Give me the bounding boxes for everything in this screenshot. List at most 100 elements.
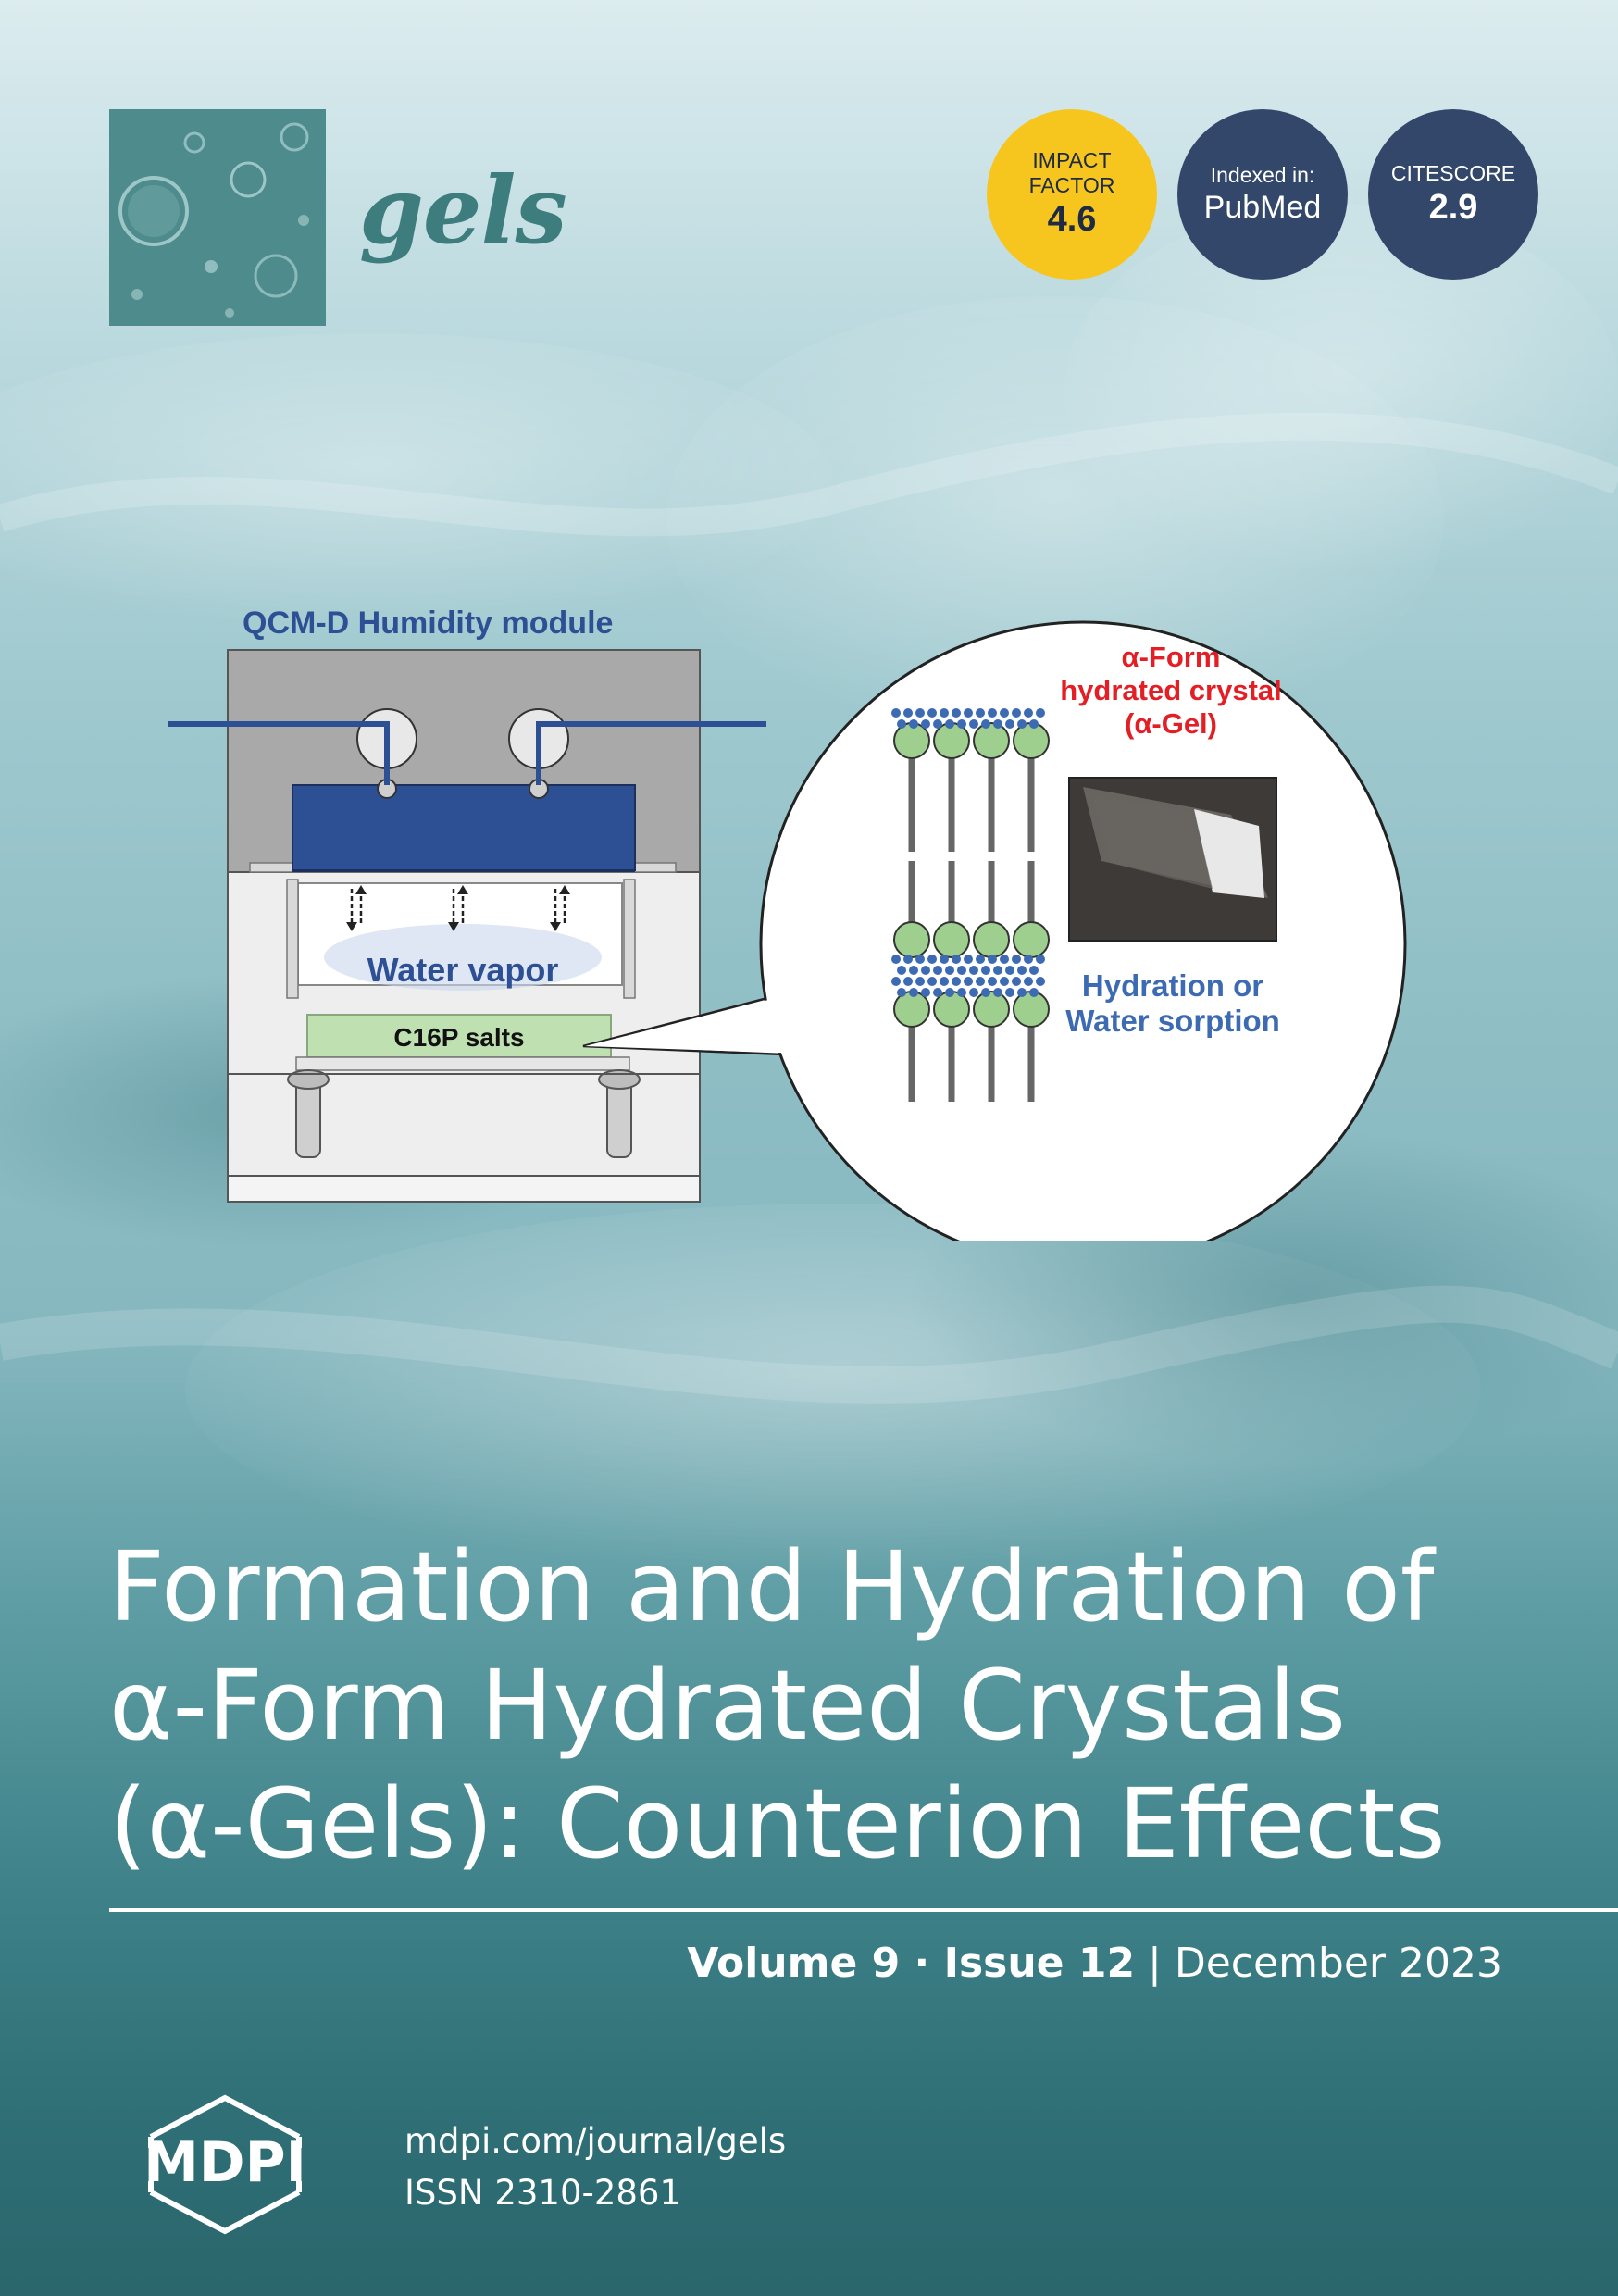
water-vapor-label: Water vapor [367,951,559,989]
water-dot [957,988,966,997]
indexed-badge: Indexed in: PubMed [1177,109,1348,280]
water-dot [993,988,1002,997]
impact-factor-line2: FACTOR [1028,173,1115,197]
water-dot [927,977,937,986]
water-dot [993,719,1002,729]
journal-url-link[interactable]: mdpi.com/journal/gels [404,2121,787,2161]
water-dot [969,966,978,975]
water-dot [1017,719,1027,729]
water-dot [964,708,973,718]
lipid-bilayer [891,708,1050,1102]
mdpi-logo-text: MDPI [143,2130,306,2195]
hydration-label-line2: Water sorption [1065,1004,1280,1038]
citescore-value: 2.9 [1428,187,1478,227]
water-dot [927,708,937,718]
bubbles-icon [109,109,326,326]
title-divider [109,1908,1618,1912]
impact-factor-badge: IMPACT FACTOR 4.6 [987,109,1157,280]
water-dot [969,719,978,729]
crystal-label-line2: hydrated crystal [1060,674,1282,706]
inlet-pipe [168,721,390,785]
water-dot [897,966,906,975]
water-dot [1036,977,1045,986]
water-dot [1005,719,1014,729]
water-dot [915,977,925,986]
mdpi-logo: MDPI [143,2094,306,2235]
title-line-2: α-Form Hydrated Crystals [109,1649,1346,1762]
water-dot [981,988,990,997]
water-dot [1029,966,1039,975]
water-dot [1012,708,1021,718]
issue-info: Volume 9 · Issue 12 | December 2023 [687,1940,1502,1987]
journal-name: gels [359,156,567,265]
water-dot [1017,966,1027,975]
indexed-label: Indexed in: [1210,162,1315,187]
water-dot [981,966,990,975]
water-dot [1005,988,1014,997]
salts-tray [306,1014,612,1058]
water-dot [957,719,966,729]
outlet-pipe [536,721,766,785]
water-dot [981,719,990,729]
indexed-value: PubMed [1203,189,1322,225]
water-dot [909,719,918,729]
water-dot [945,719,954,729]
water-dot [909,966,918,975]
water-dot [933,988,942,997]
water-dot [915,955,925,964]
water-dot [1036,708,1045,718]
issue-divider: | [1135,1940,1175,1987]
water-dot [988,708,997,718]
water-dot [897,719,906,729]
water-dot [952,708,961,718]
water-dot [1017,988,1027,997]
issue-date: December 2023 [1174,1940,1502,1987]
water-dot [933,719,942,729]
water-dot [1005,966,1014,975]
water-dot [940,955,949,964]
water-dot [1000,708,1009,718]
citescore-label: CITESCORE [1390,160,1516,185]
water-dot [903,708,913,718]
water-dot [993,966,1002,975]
water-dot [1029,988,1039,997]
water-molecules [891,708,1045,997]
water-dot [1024,955,1033,964]
water-dot [964,977,973,986]
water-dot [945,988,954,997]
vapor-arrows [350,889,566,926]
cover-figure: QCM-D Humidity module [168,605,1407,1241]
water-dot [927,955,937,964]
module-label: QCM-D Humidity module [243,605,613,641]
hydration-label-line1: Hydration or [1082,968,1263,1003]
water-dot [976,977,985,986]
volume-label: Volume 9 [687,1940,901,1987]
water-dot [897,988,906,997]
water-dot [891,708,901,718]
water-dot [933,966,942,975]
water-dot [903,955,913,964]
article-title: Formation and Hydration of α-Form Hydrat… [109,1528,1590,1883]
impact-factor-line1: IMPACT [1032,148,1112,172]
water-dot [945,966,954,975]
water-dot [1000,977,1009,986]
water-dot [921,988,930,997]
water-dot [952,977,961,986]
water-dot [969,988,978,997]
issue-separator: · [900,1940,944,1987]
water-dot [1012,977,1021,986]
water-dot [1024,977,1033,986]
water-dot [940,977,949,986]
water-dot [957,966,966,975]
water-dot [891,955,901,964]
title-line-3: (α-Gels): Counterion Effects [109,1767,1446,1880]
crystal-label-line3: (α-Gel) [1125,707,1217,740]
water-dot [1024,708,1033,718]
humidity-module: Water vapor C16P salts [168,649,766,1203]
water-dot [940,708,949,718]
water-dot [921,719,930,729]
water-dot [909,988,918,997]
water-dot [952,955,961,964]
